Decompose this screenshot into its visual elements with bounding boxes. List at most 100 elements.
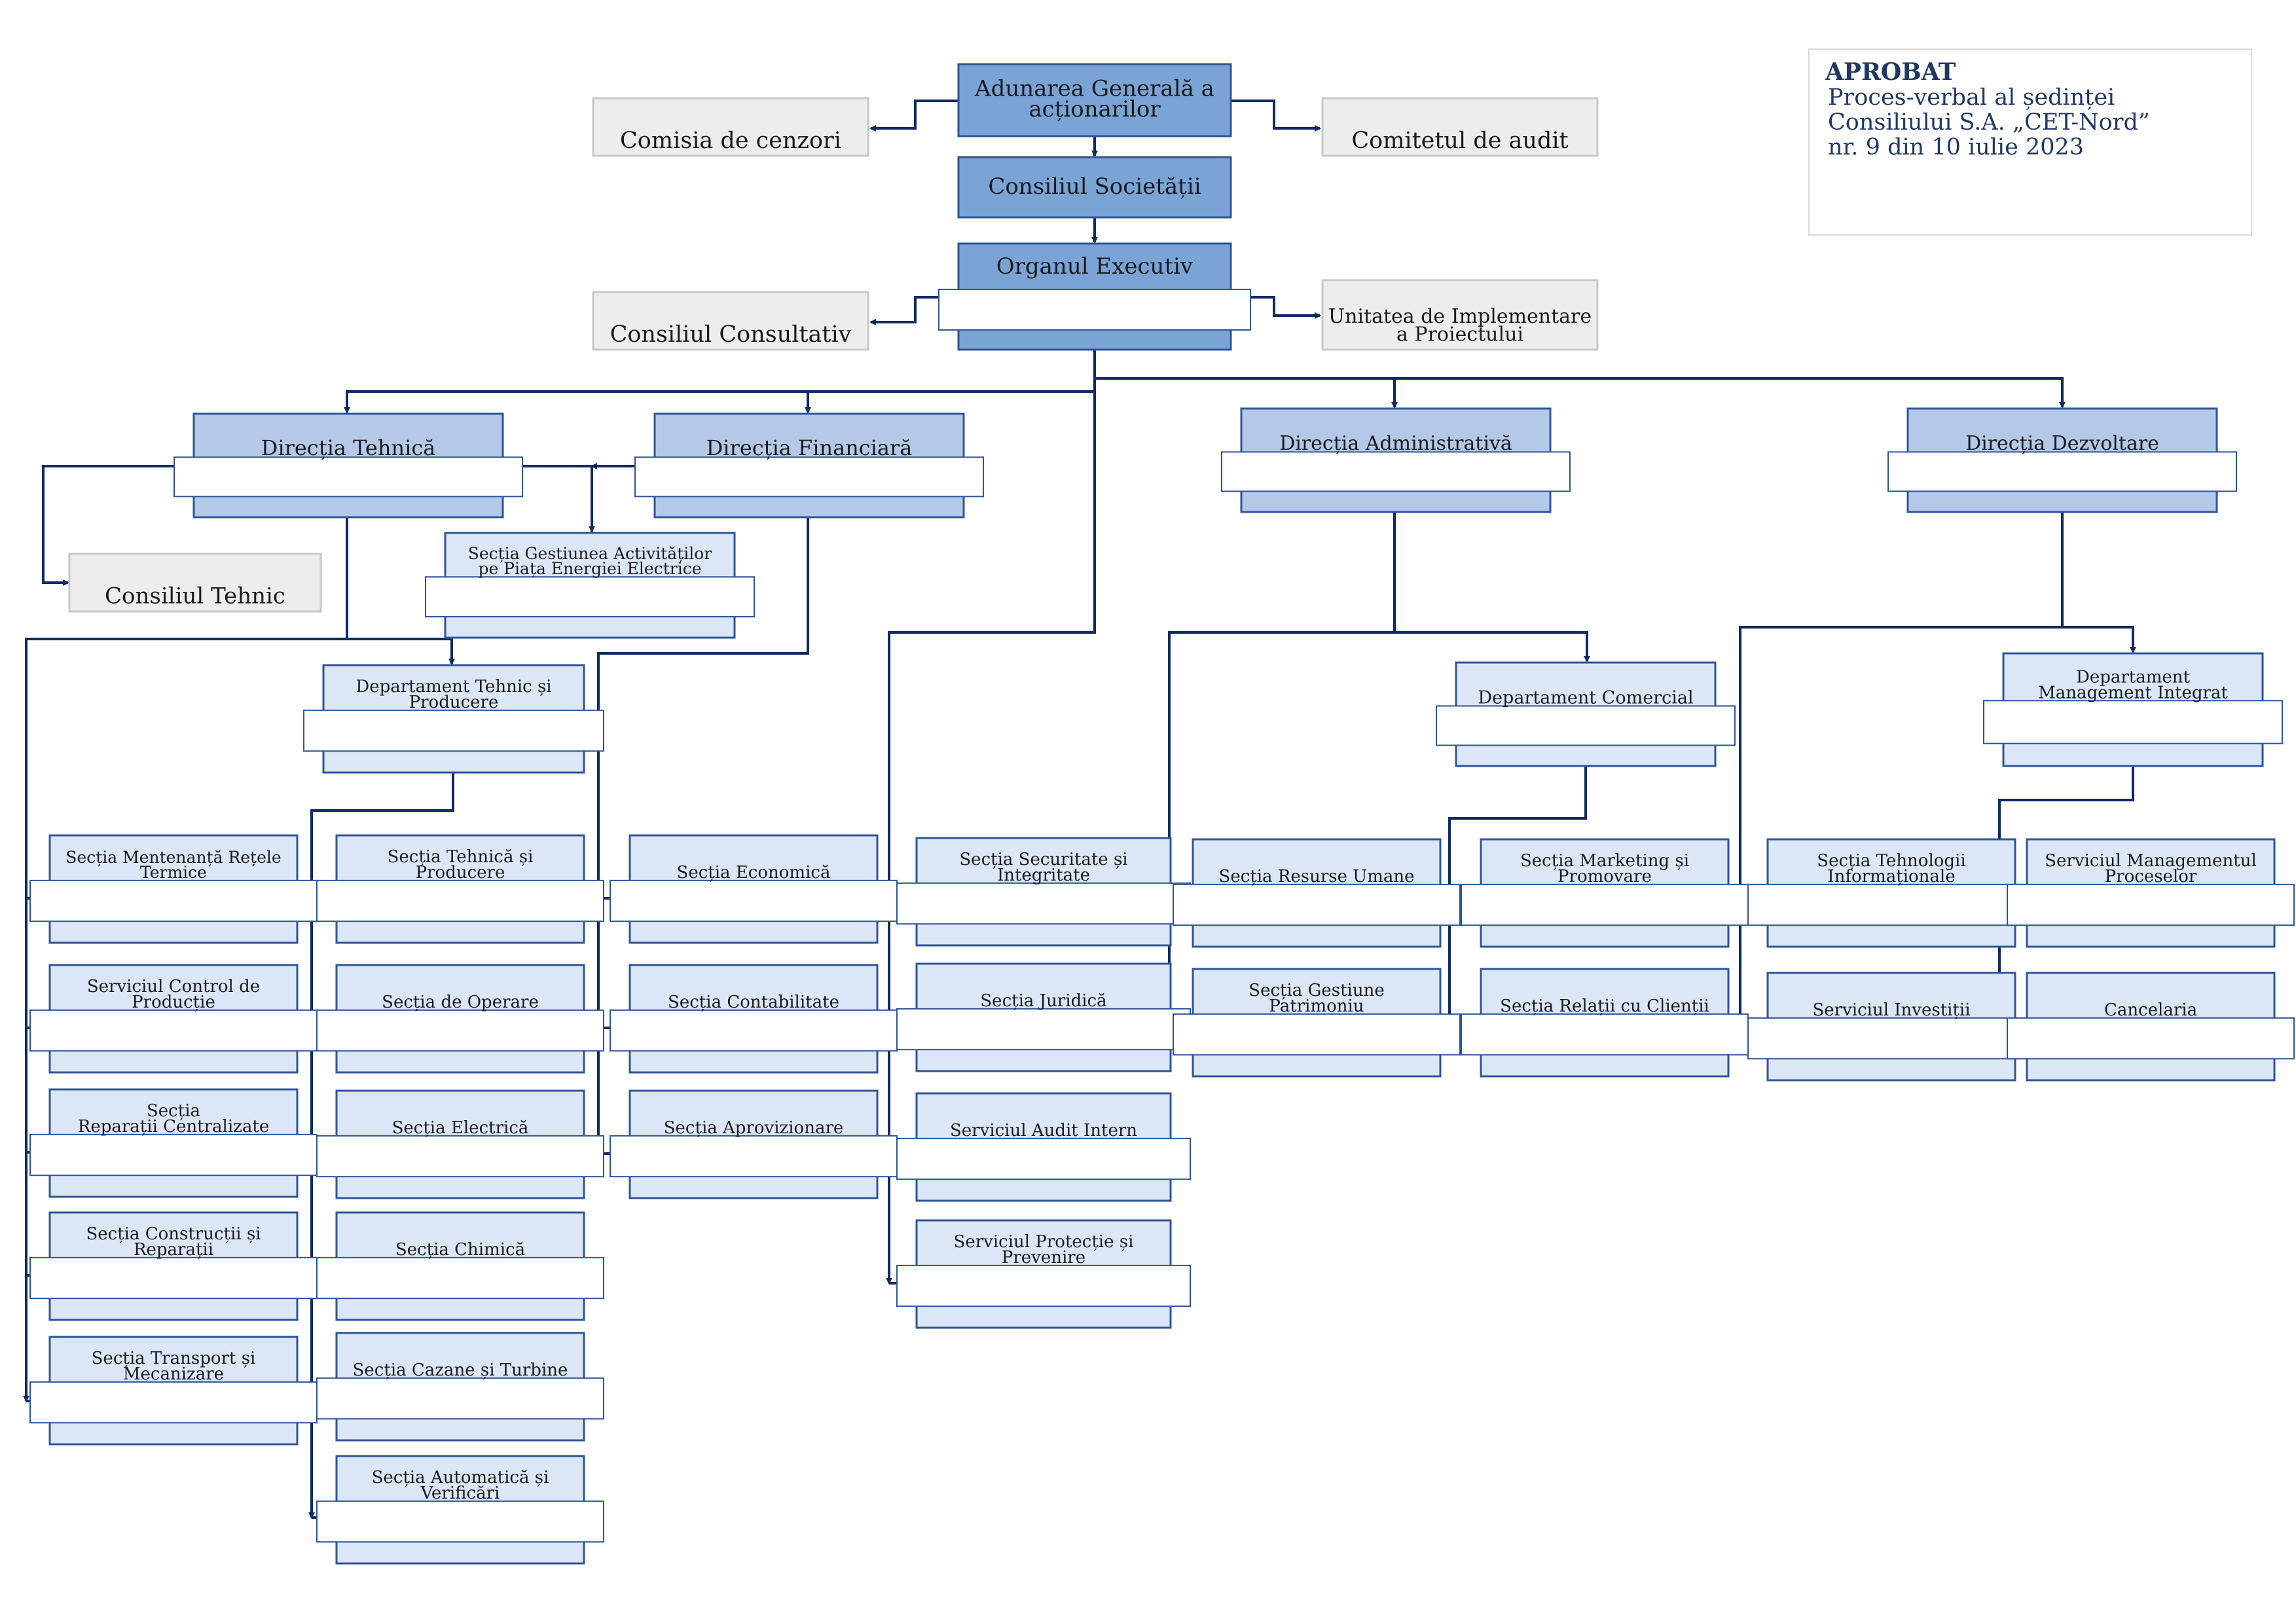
connector-line [346, 517, 455, 665]
approval-title: APROBAT [1825, 58, 1956, 86]
node-label-executiv: Organul Executiv [996, 253, 1194, 280]
node-label-juridica: Secția Juridică [980, 991, 1106, 1011]
approval-line-1: Proces-verbal al ședinței [1828, 84, 2115, 111]
node-consiliul-tehnic [68, 553, 322, 613]
node-label-line: Producere [416, 863, 505, 883]
connector-line [2062, 626, 2136, 653]
node-label-audit: Comitetul de audit [1351, 128, 1568, 154]
node-consiliul [957, 156, 1232, 219]
connector-line [344, 350, 1096, 414]
node-label-line: Consiliul Consultativ [610, 321, 852, 348]
node-label-line: Serviciul Managementul [2045, 851, 2257, 871]
approval-stamp: APROBAT Proces-verbal al ședinței Consil… [1808, 48, 2252, 236]
node-label-line: Mecanizare [123, 1364, 224, 1384]
node-label-dir_tehnica: Direcția Tehnică [261, 435, 436, 460]
node-label-line: Management Integrat [2038, 683, 2228, 702]
node-label-line: Secția Securitate și [959, 850, 1127, 869]
node-label-chimica: Secția Chimică [395, 1240, 525, 1260]
node-label-line: Secția Juridică [980, 991, 1106, 1011]
node-label-line: Reparații [134, 1240, 213, 1260]
node-label-line: Secția Aprovizionare [664, 1118, 844, 1138]
node-procese [2007, 838, 2295, 948]
node-dept-mgmt [1983, 652, 2283, 767]
node-cenzori [592, 97, 869, 157]
node-chimica [316, 1211, 604, 1321]
node-cancelaria [2007, 972, 2295, 1082]
approval-line-3: nr. 9 din 10 iulie 2023 [1828, 134, 2085, 160]
node-automatica [316, 1455, 604, 1565]
node-label-contabilitate: Secția Contabilitate [668, 993, 839, 1012]
node-label-line: Secția Marketing și [1520, 851, 1689, 871]
node-label-line: Termice [140, 863, 207, 882]
connector-line [1737, 512, 2064, 1037]
node-label-investitii: Serviciul Investiții [1812, 1000, 1970, 1020]
node-control [29, 964, 318, 1074]
node-label-line: Serviciul Audit Intern [950, 1121, 1137, 1140]
node-label-electrica: Secția Electrică [392, 1118, 529, 1138]
node-dir-financiara [634, 412, 984, 519]
node-label-line: Producție [132, 993, 215, 1012]
node-relatii [1461, 968, 1749, 1078]
node-label-dir_financiara: Direcția Financiară [706, 435, 913, 460]
node-label-line: acționarilor [1029, 96, 1161, 122]
node-patrimoniu [1173, 968, 1461, 1078]
node-label-dept_comercial: Departament Comercial [1478, 688, 1693, 708]
node-label-operare: Secția de Operare [382, 993, 539, 1012]
node-label-line: Serviciul Investiții [1812, 1000, 1970, 1020]
connector-line [23, 638, 347, 1402]
node-electrica [316, 1089, 604, 1199]
node-label-line: Secția Electrică [392, 1118, 529, 1138]
node-protectie [896, 1219, 1191, 1329]
node-reparatii [29, 1088, 318, 1198]
node-label-dir_dezvoltare: Direcția Dezvoltare [1965, 432, 2159, 455]
node-label-line: Consiliul Tehnic [105, 583, 285, 610]
node-label-line: Direcția Financiară [706, 435, 913, 460]
node-audit [1321, 97, 1599, 157]
node-label-line: Secția [147, 1101, 200, 1121]
node-uip [1321, 279, 1599, 351]
node-label-line: a Proiectului [1396, 323, 1523, 346]
node-label-line: Secția Transport și [92, 1349, 256, 1368]
node-label-line: Producere [409, 693, 499, 712]
connector-line [1231, 100, 1321, 132]
node-mentenanta [29, 834, 318, 944]
node-gestiunea [425, 532, 755, 639]
connector-line [869, 296, 940, 325]
node-label-economica: Secția Economică [677, 863, 831, 883]
approval-line-2: Consiliului S.A. „CET-Nord” [1828, 109, 2150, 136]
node-dir-admin [1221, 407, 1571, 513]
node-label-line: Secția Construcții și [86, 1224, 261, 1244]
node-juridica [896, 962, 1191, 1072]
connector-line [1394, 631, 1590, 663]
node-label-line: Secția Gestiune [1248, 981, 1384, 1000]
node-label-consiliul_tehnic: Consiliul Tehnic [105, 583, 285, 610]
node-label-line: Serviciul Protecție și [954, 1232, 1134, 1252]
node-marketing [1461, 838, 1749, 948]
node-aprovizionare [610, 1089, 898, 1199]
node-it [1747, 838, 2035, 948]
node-label-cenzori: Comisia de cenzori [620, 128, 841, 154]
node-label-line: Secția Contabilitate [668, 993, 839, 1012]
node-label-line: Cancelaria [2104, 1000, 2197, 1020]
node-adunarea [957, 63, 1232, 137]
node-label-line: Secția Cazane și Turbine [353, 1360, 568, 1380]
node-label-line: Secția de Operare [382, 993, 539, 1012]
node-label-cazane: Secția Cazane și Turbine [353, 1360, 568, 1380]
connector-line [1166, 512, 1396, 1032]
node-label-consiliul: Consiliul Societății [988, 173, 1201, 200]
node-label-consultativ: Consiliul Consultativ [610, 321, 852, 348]
node-label-line: Promovare [1558, 867, 1652, 886]
node-resurse [1173, 838, 1461, 948]
